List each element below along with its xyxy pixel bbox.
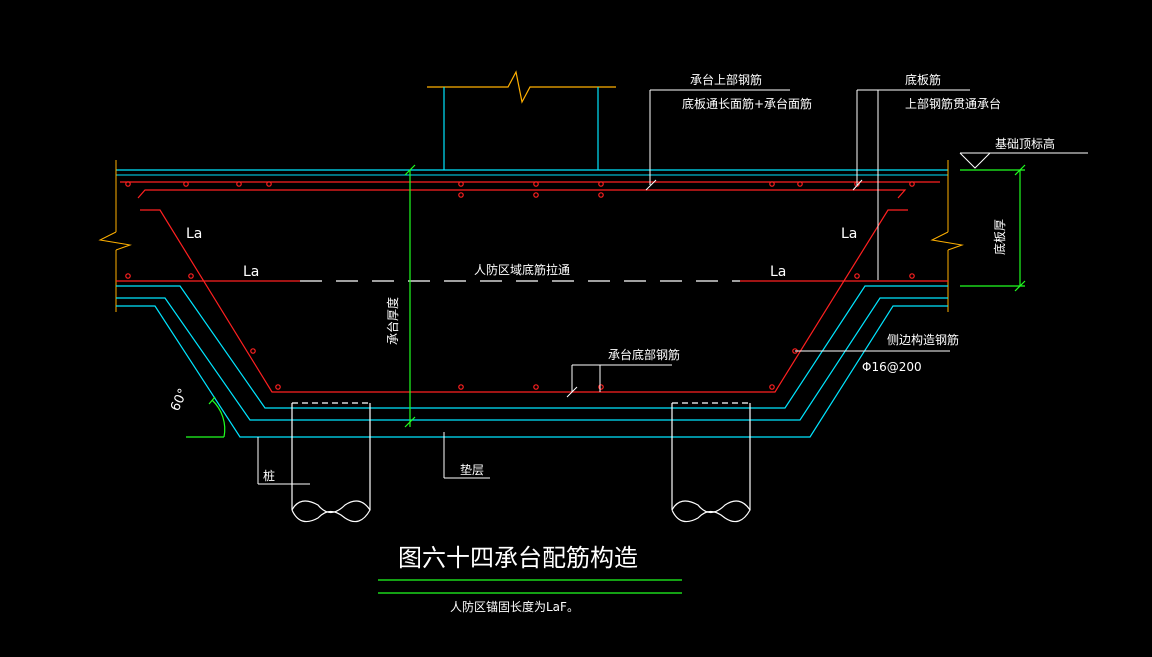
label-top-rebar-through: 上部钢筋贯通承台: [905, 96, 1001, 111]
pile-right: [671, 402, 751, 523]
angle-dim: [186, 396, 226, 438]
label-angle: 60°: [168, 386, 191, 413]
label-side-rebar: 侧边构造钢筋: [887, 332, 959, 347]
label-la-left-bottom: La: [243, 264, 259, 280]
label-la-right-diag: La: [841, 226, 857, 242]
label-civil-defense-through: 人防区域底筋拉通: [474, 262, 570, 277]
label-la-left-diag: La: [186, 226, 202, 242]
label-pile: 桩: [263, 468, 275, 483]
leaders: [257, 89, 1088, 485]
label-cap-thickness: 承台厚度: [385, 297, 400, 345]
slab-thickness-dim: [960, 164, 1026, 292]
rebar-dots: [125, 181, 915, 390]
rebar-lines: [116, 181, 948, 393]
cap-top-rebar: [137, 189, 907, 199]
cap-bottom-rebar: [140, 209, 908, 393]
cap-thickness-dim: [404, 164, 416, 428]
label-foundation-top-elev: 基础顶标高: [995, 136, 1055, 151]
label-la-right-bottom: La: [770, 264, 786, 280]
drawing-title: 图六十四承台配筋构造: [398, 544, 638, 572]
label-side-rebar-spec: Φ16@200: [862, 360, 922, 374]
label-slab-thickness: 底板厚: [992, 219, 1007, 255]
label-slab-top-plus-cap: 底板通长面筋+承台面筋: [682, 96, 812, 111]
label-slab-rebar: 底板筋: [905, 72, 941, 87]
column: [427, 70, 616, 170]
drawing-note: 人防区锚固长度为LaF。: [450, 599, 579, 614]
label-cushion: 垫层: [460, 462, 484, 477]
column-break-line: [427, 70, 616, 104]
label-cap-top-rebar: 承台上部钢筋: [690, 72, 762, 87]
slab-outline: [98, 160, 964, 438]
pile-left: [291, 402, 371, 523]
label-cap-bottom-rebar: 承台底部钢筋: [608, 347, 680, 362]
